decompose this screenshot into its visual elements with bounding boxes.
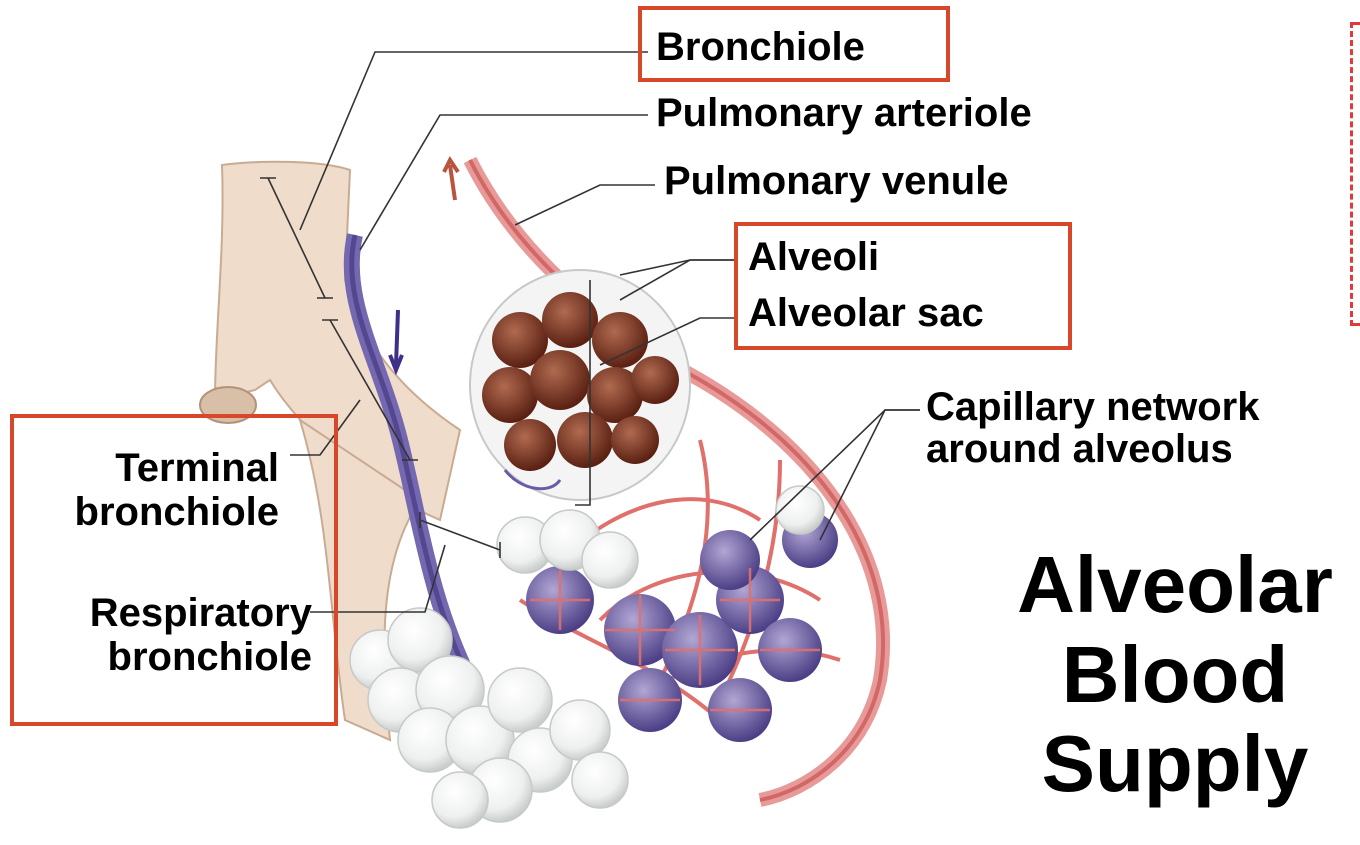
pulmonary-venule-label: Pulmonary venule — [664, 158, 1009, 204]
bronchiole-label: Bronchiole — [656, 24, 865, 70]
respiratory-label-line1: Respiratory — [24, 590, 312, 636]
capillary-label-line2: around alveolus — [926, 426, 1259, 472]
title-line2: Blood — [990, 630, 1360, 720]
alveoli-label: Alveoli — [748, 234, 879, 280]
capillary-label-line1: Capillary network — [926, 384, 1259, 430]
title-line1: Alveolar — [990, 540, 1360, 630]
terminal-bronchiole-label: Terminal bronchiole — [24, 445, 279, 535]
respiratory-bronchiole-label: Respiratory bronchiole — [24, 590, 312, 680]
slide-title: Alveolar Blood Supply — [990, 540, 1360, 809]
pulmonary-arteriole-label: Pulmonary arteriole — [656, 90, 1032, 136]
alveolar-sac-label: Alveolar sac — [748, 290, 984, 336]
terminal-label-line2: bronchiole — [24, 489, 279, 535]
respiratory-label-line2: bronchiole — [24, 634, 312, 680]
dashed-frame — [1350, 22, 1360, 326]
title-line3: Supply — [990, 719, 1360, 809]
capillary-network-label: Capillary network around alveolus — [926, 384, 1259, 472]
terminal-label-line1: Terminal — [24, 445, 279, 491]
alveolar-sac-cluster — [470, 270, 690, 500]
